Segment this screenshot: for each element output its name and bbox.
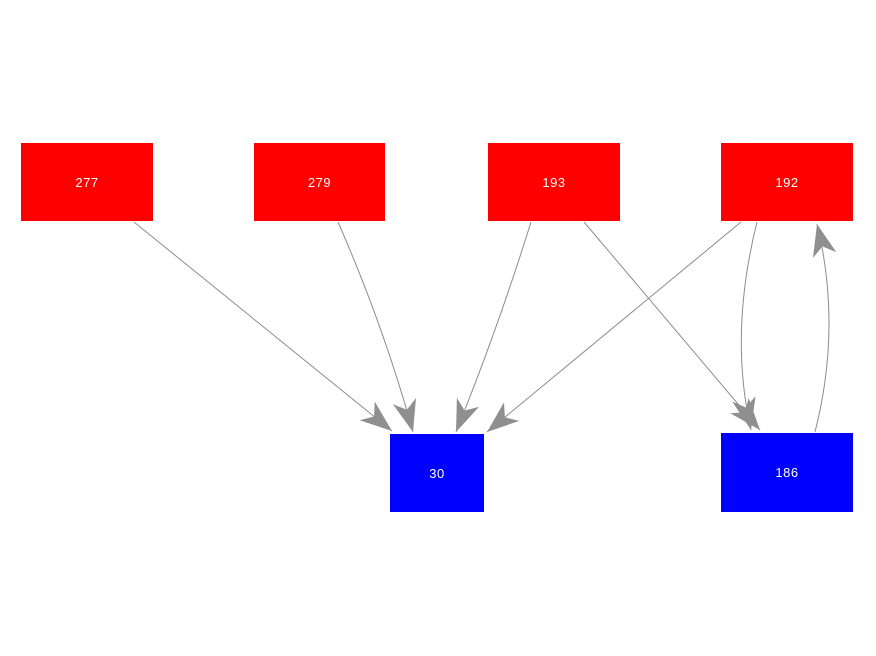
arrowhead-icon: [392, 398, 416, 432]
edge-277-to-30: [133, 221, 393, 432]
node-label: 279: [307, 174, 332, 190]
arrowhead-icon: [456, 397, 480, 432]
node-label: 186: [775, 465, 799, 480]
arrowhead-icon: [359, 401, 392, 431]
edge-193-to-30: [455, 221, 532, 433]
node-30[interactable]: 30: [390, 434, 484, 512]
edge-path: [486, 221, 742, 433]
edge-192-to-186: [732, 221, 758, 431]
arrowhead-icon: [487, 402, 520, 432]
node-192[interactable]: 192: [721, 143, 853, 221]
edge-path: [455, 221, 532, 433]
node-277[interactable]: 277: [21, 143, 153, 221]
node-label: 193: [542, 174, 566, 190]
edge-279-to-30: [337, 221, 416, 433]
arrowhead-icon: [813, 224, 837, 258]
edge-192-to-30: [486, 221, 742, 433]
node-label: 192: [775, 174, 799, 190]
edge-path: [133, 221, 393, 432]
edge-path: [740, 221, 758, 431]
edge-path: [814, 223, 830, 433]
edge-path: [337, 221, 414, 433]
node-193[interactable]: 193: [488, 143, 620, 221]
node-186[interactable]: 186: [721, 433, 853, 512]
node-279[interactable]: 279: [254, 143, 385, 221]
edge-path: [583, 221, 761, 431]
node-label: 30: [429, 465, 445, 481]
edge-193-to-186: [583, 221, 761, 431]
arrowhead-icon: [732, 396, 756, 430]
node-label: 277: [75, 174, 99, 190]
edge-186-to-192: [813, 223, 837, 433]
